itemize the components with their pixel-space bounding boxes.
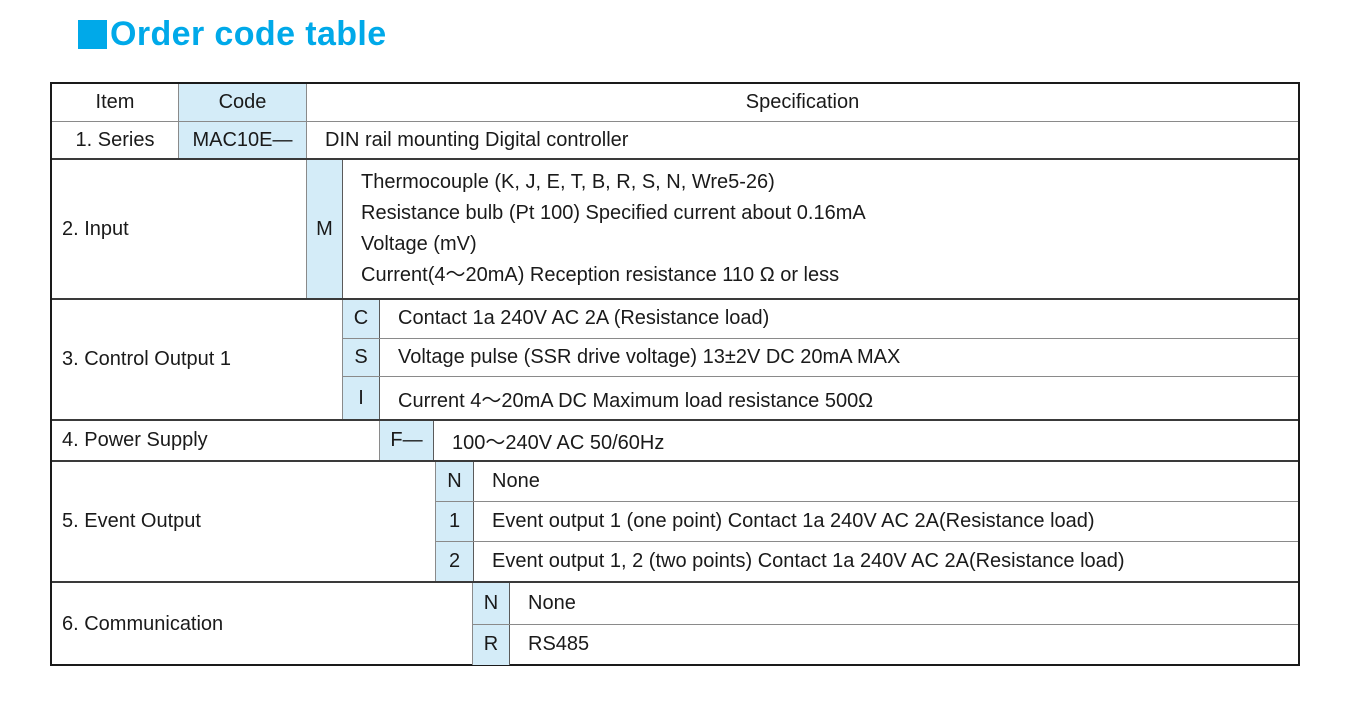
order-code-table: Item Code Specification 1. Series MAC10E… xyxy=(50,82,1300,666)
table-row: S Voltage pulse (SSR drive voltage) 13±2… xyxy=(343,337,1298,377)
code-cell-event-2: 2 xyxy=(436,542,474,581)
code-cell-c: C xyxy=(343,300,380,338)
table-row: N None xyxy=(473,583,1298,624)
code-cell-comm-n: N xyxy=(473,583,510,624)
code-cell-event-1: 1 xyxy=(436,502,474,541)
section-power-supply: 4. Power Supply F— 100～240V AC 50/60Hz xyxy=(52,419,1298,460)
code-cell-input: M xyxy=(307,160,343,298)
spec-input-line-1: Thermocouple (K, J, E, T, B, R, S, N, Wr… xyxy=(361,171,775,194)
section-label-power-supply: 4. Power Supply xyxy=(52,421,380,460)
spec-event-two-points: Event output 1, 2 (two points) Contact 1… xyxy=(492,550,1125,572)
section-communication: 6. Communication N None R RS485 xyxy=(52,581,1298,665)
spec-control-output-c: Contact 1a 240V AC 2A (Resistance load) xyxy=(398,307,770,330)
spec-input: Thermocouple (K, J, E, T, B, R, S, N, Wr… xyxy=(343,160,1298,298)
section-series: 1. Series MAC10E— DIN rail mounting Digi… xyxy=(52,121,1298,158)
table-row: C Contact 1a 240V AC 2A (Resistance load… xyxy=(343,300,1298,338)
table-row: R RS485 xyxy=(473,623,1298,665)
table-row: I Current 4～20mA DC Maximum load resista… xyxy=(343,376,1298,420)
header-item: Item xyxy=(52,84,179,121)
spec-comm-none: None xyxy=(528,591,576,614)
spec-control-output-i: Current 4～20mA DC Maximum load resistanc… xyxy=(398,389,874,412)
spec-input-line-4: Current(4～20mA) Reception resistance 110… xyxy=(361,263,840,286)
control-output-1-rows: C Contact 1a 240V AC 2A (Resistance load… xyxy=(343,300,1298,420)
table-row: N None xyxy=(436,462,1298,501)
spec-series: DIN rail mounting Digital controller xyxy=(325,128,629,151)
code-cell-f: F— xyxy=(380,421,434,460)
section-label-communication: 6. Communication xyxy=(52,583,473,665)
table-header-row: Item Code Specification xyxy=(52,84,1298,121)
section-label-control-output-1: 3. Control Output 1 xyxy=(52,300,343,419)
table-row: 2 Event output 1, 2 (two points) Contact… xyxy=(436,541,1298,581)
communication-rows: N None R RS485 xyxy=(473,583,1298,665)
section-input: 2. Input M Thermocouple (K, J, E, T, B, … xyxy=(52,158,1298,298)
spec-control-output-s: Voltage pulse (SSR drive voltage) 13±2V … xyxy=(398,346,901,368)
header-code: Code xyxy=(179,84,307,121)
spec-event-one-point: Event output 1 (one point) Contact 1a 24… xyxy=(492,510,1095,532)
section-label-series: 1. Series xyxy=(52,122,179,158)
event-output-rows: N None 1 Event output 1 (one point) Cont… xyxy=(436,462,1298,581)
spec-input-line-2: Resistance bulb (Pt 100) Specified curre… xyxy=(361,202,866,225)
page-title: Order code table xyxy=(78,17,387,51)
page-title-text: Order code table xyxy=(110,15,387,53)
section-label-event-output: 5. Event Output xyxy=(52,462,436,581)
spec-event-none: None xyxy=(492,470,540,492)
header-specification: Specification xyxy=(745,91,860,113)
section-label-input: 2. Input xyxy=(52,160,307,298)
code-cell-i: I xyxy=(343,377,380,420)
code-cell-event-n: N xyxy=(436,462,474,501)
spec-input-line-3: Voltage (mV) xyxy=(361,233,477,255)
spec-comm-rs485: RS485 xyxy=(528,633,590,656)
section-control-output-1: 3. Control Output 1 C Contact 1a 240V AC… xyxy=(52,298,1298,420)
code-cell-comm-r: R xyxy=(473,624,510,665)
table-row: 1 Event output 1 (one point) Contact 1a … xyxy=(436,501,1298,541)
section-event-output: 5. Event Output N None 1 Event output 1 … xyxy=(52,460,1298,581)
spec-power-supply: 100～240V AC 50/60Hz xyxy=(452,432,665,454)
code-cell-series: MAC10E— xyxy=(179,122,307,158)
code-cell-s: S xyxy=(343,338,380,377)
filled-square-icon xyxy=(78,19,107,49)
